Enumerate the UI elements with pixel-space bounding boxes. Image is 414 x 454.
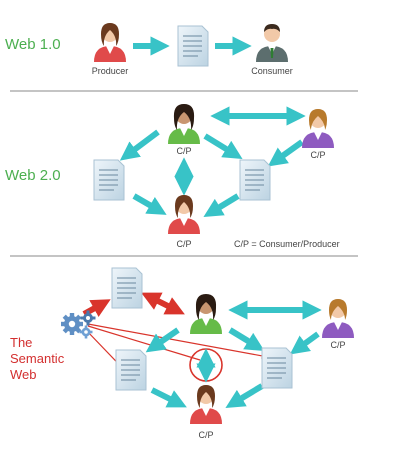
consumer-label: Consumer	[251, 66, 293, 76]
producer-label: Producer	[92, 66, 129, 76]
semantic-title-line3: Web	[10, 367, 37, 382]
document-icon	[177, 25, 209, 67]
semantic-title-line2: Semantic	[10, 351, 65, 366]
top-cp-label: C/P	[176, 146, 191, 156]
consumer-person-icon	[256, 24, 288, 62]
arrow-left-doc-to-bottom-cp	[150, 387, 187, 408]
right-cp-person-icon	[322, 299, 354, 338]
right-document-icon	[239, 159, 271, 201]
cp-legend: C/P = Consumer/Producer	[234, 239, 340, 249]
arrow-top-cp-to-left-doc	[119, 129, 160, 161]
arrow-left-doc-to-bottom-cp	[132, 193, 167, 215]
arrow-right-cp-to-right-doc	[267, 139, 304, 167]
web1-title: Web 1.0	[5, 36, 61, 53]
bottom-cp-label: C/P	[176, 239, 191, 249]
arrow-top-cp-to-left-doc	[145, 327, 180, 353]
right-cp-label: C/P	[310, 150, 325, 160]
bottom-cp-person-icon	[168, 195, 200, 234]
bottom-cp-label: C/P	[198, 430, 213, 440]
right-cp-person-icon	[302, 109, 334, 148]
semantic-title-line1: The	[10, 335, 32, 350]
left-document-icon	[93, 159, 125, 201]
arrow-right-doc-to-bottom-cp	[225, 383, 264, 408]
right-document-icon	[261, 347, 293, 389]
left-document-icon	[115, 349, 147, 391]
top-document-icon	[111, 267, 143, 309]
producer-person-icon	[94, 23, 126, 62]
web2-section: Web 2.0 C/P C/P	[5, 104, 340, 249]
right-cp-label: C/P	[330, 340, 345, 350]
web1-section: Web 1.0 Producer Consumer	[5, 23, 293, 76]
arrow-top-cp-to-right-doc	[228, 327, 265, 351]
gears-icon	[61, 310, 96, 339]
arrow-right-cp-to-right-doc	[289, 331, 320, 355]
arrow-right-doc-to-bottom-cp	[203, 193, 240, 217]
web2-title: Web 2.0	[5, 167, 61, 184]
top-cp-person-icon	[190, 294, 222, 334]
bottom-cp-person-icon	[190, 385, 222, 424]
arrow-top-cp-to-right-doc	[203, 133, 243, 160]
arrow-top-doc-to-top-cp	[141, 292, 185, 315]
top-cp-person-icon	[168, 104, 200, 144]
semantic-section: The Semantic Web	[10, 267, 354, 440]
